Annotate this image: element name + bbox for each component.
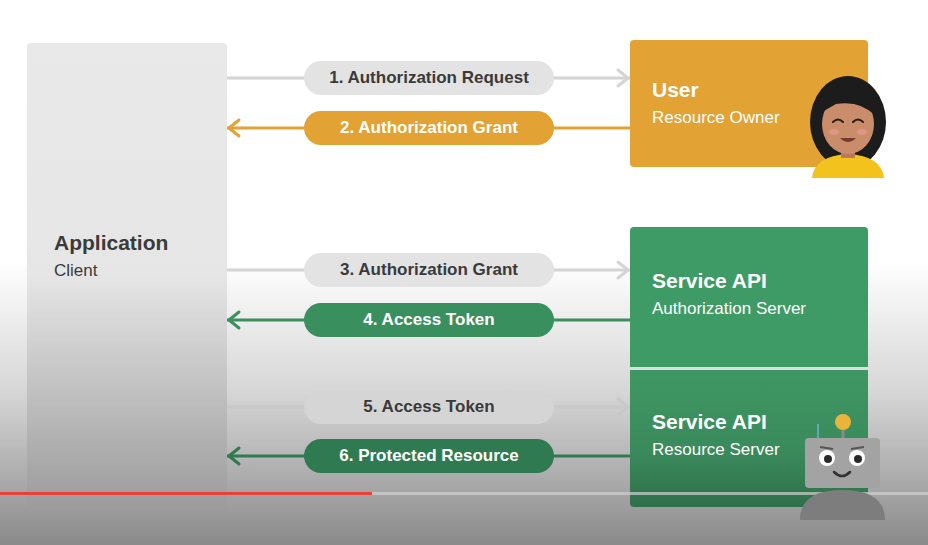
- step-label: 3. Authorization Grant: [304, 253, 554, 287]
- node-title: Service API: [652, 269, 852, 293]
- step-label: 6. Protected Resource: [304, 439, 554, 473]
- node-title: User: [652, 78, 852, 102]
- step-label: 5. Access Token: [304, 390, 554, 424]
- node-title: Application: [54, 231, 217, 255]
- resource-server-box: Service API Resource Server: [630, 370, 868, 507]
- authorization-server-box: Service API Authorization Server: [630, 227, 868, 367]
- progress-track: [0, 492, 928, 495]
- step-label: 1. Authorization Request: [304, 61, 554, 95]
- step-label: 2. Authorization Grant: [304, 111, 554, 145]
- node-title: Service API: [652, 410, 852, 434]
- resource-owner-box: UserResource Owner: [630, 40, 868, 167]
- node-subtitle: Resource Server: [652, 440, 852, 460]
- user-avatar: [810, 76, 886, 178]
- client-panel: ApplicationClient: [27, 43, 227, 507]
- node-subtitle: Client: [54, 261, 217, 281]
- node-subtitle: Resource Owner: [652, 108, 852, 128]
- robot-avatar: [800, 414, 885, 520]
- node-subtitle: Authorization Server: [652, 299, 852, 319]
- progress-bar: [0, 492, 372, 495]
- step-label: 4. Access Token: [304, 303, 554, 337]
